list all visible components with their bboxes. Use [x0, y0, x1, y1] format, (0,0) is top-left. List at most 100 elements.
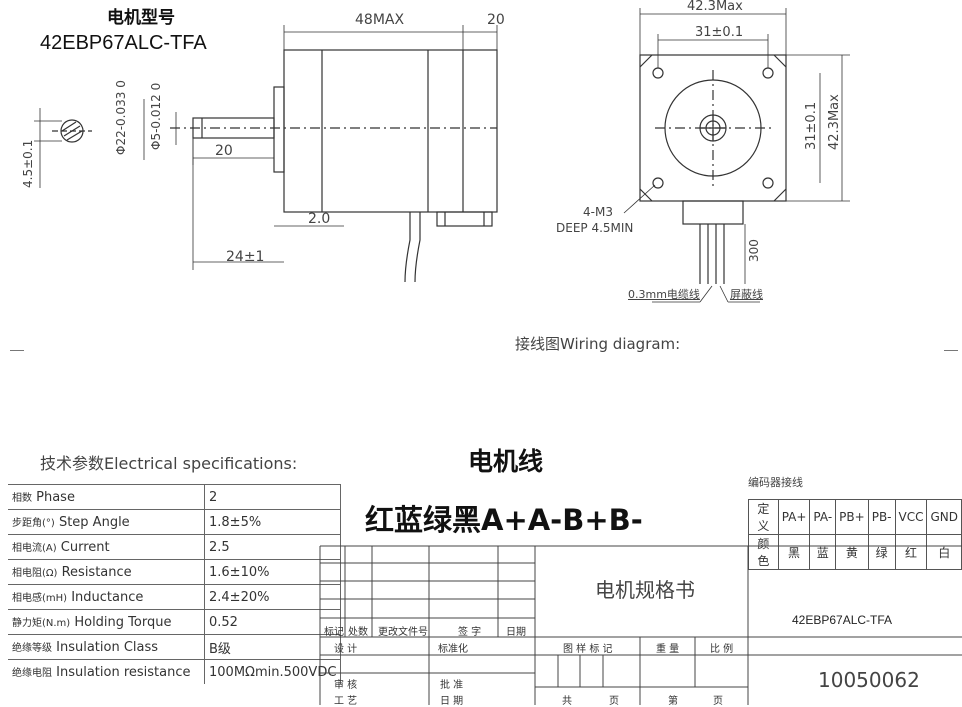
- dim-front-20: 20: [487, 12, 505, 28]
- tb-weight: 重 量: [656, 644, 680, 655]
- dim-flat-4-5: 4.5±0.1: [21, 139, 35, 188]
- spec-name-en: Phase: [36, 490, 75, 505]
- spec-value: B级: [203, 634, 341, 660]
- encoder-color-cell: 蓝: [809, 534, 837, 570]
- spec-name-zh: 相电感(mH): [12, 593, 68, 604]
- spec-name: 相电流(A) Current: [8, 534, 205, 560]
- spec-value: 1.6±10%: [203, 559, 341, 585]
- encoder-definition-cell: PA+: [777, 499, 811, 535]
- spec-name: 静力矩(N.m) Holding Torque: [8, 609, 205, 635]
- spec-spacer: [340, 484, 354, 510]
- spec-name-en: Step Angle: [58, 515, 130, 530]
- spec-name: 绝缘等级 Insulation Class: [8, 634, 205, 660]
- encoder-title: 编码器接线: [748, 476, 803, 489]
- spec-name: 绝缘电阻 Insulation resistance: [8, 659, 205, 684]
- tb-total: 共: [562, 696, 572, 707]
- specs-title: 技术参数Electrical specifications:: [40, 454, 298, 473]
- spec-name-en: Inductance: [71, 590, 144, 605]
- encoder-color-cell: 黑: [777, 534, 811, 570]
- tb-design: 设 计: [334, 644, 358, 655]
- dim-side-42-3: 42.3Max: [827, 94, 842, 150]
- tb-drawing-mark: 图 样 标 记: [563, 644, 613, 655]
- spec-spacer: [340, 534, 354, 560]
- tb-approve: 批 准: [440, 680, 464, 691]
- separator-right: [944, 350, 958, 351]
- tb-date: 日期: [506, 627, 526, 638]
- spec-name-en: Resistance: [61, 565, 132, 580]
- encoder-color-cell: 绿: [867, 534, 896, 570]
- tb-sign: 签 字: [458, 627, 482, 638]
- motor-body-side: [283, 49, 498, 213]
- dim-side-31: 31±0.1: [804, 101, 819, 150]
- tb-mark: 标记: [324, 627, 344, 638]
- spec-value: 2.5: [203, 534, 341, 560]
- motor-wire-colors: 红蓝绿黑A+A-B+B-: [365, 503, 643, 537]
- encoder-definition-cell: PB+: [835, 499, 869, 535]
- encoder-definition-cell: GND: [926, 499, 962, 535]
- tb-scale: 比 例: [710, 644, 734, 655]
- tb-count: 处数: [348, 627, 368, 638]
- separator-left: [10, 350, 24, 351]
- tb-nth: 第: [668, 696, 678, 707]
- spec-name-zh: 相数: [12, 493, 32, 504]
- spec-spacer: [340, 634, 354, 660]
- spec-spacer: [340, 584, 354, 610]
- spec-row: 相电阻(Ω) Resistance 1.6±10%: [8, 559, 354, 585]
- spec-value: 100MΩmin.500VDC: [203, 659, 341, 684]
- tb-change-doc: 更改文件号: [378, 627, 428, 638]
- encoder-definition-cell: PB-: [867, 499, 896, 535]
- encoder-definition-cell: 定 义: [748, 499, 779, 535]
- doc-model: 42EBP67ALC-TFA: [792, 613, 893, 627]
- spec-name-en: Insulation resistance: [56, 665, 191, 680]
- tb-review: 审 核: [334, 680, 358, 691]
- tb-date2: 日 期: [440, 696, 464, 707]
- encoder-color-cell: 颜 色: [748, 534, 779, 570]
- encoder-color-cell: 红: [894, 534, 928, 570]
- encoder-definition-cell: VCC: [894, 499, 928, 535]
- motor-wire-title: 电机线: [468, 447, 544, 476]
- spec-name: 相数 Phase: [8, 484, 205, 510]
- spec-spacer: [340, 659, 354, 684]
- dim-shaft-d5: Φ5-0.012 0: [149, 82, 163, 150]
- spec-spacer: [340, 609, 354, 635]
- motor-outline-drawing: [34, 8, 850, 303]
- dim-cable-length: 300: [747, 239, 761, 262]
- spec-value: 0.52: [203, 609, 341, 635]
- dim-shaft-diameter: Φ22-0.033 0: [114, 80, 128, 155]
- spec-name: 相电感(mH) Inductance: [8, 584, 205, 610]
- spec-name: 步距角(°) Step Angle: [8, 509, 205, 535]
- encoder-color-cell: 黄: [835, 534, 869, 570]
- spec-name-zh: 绝缘电阻: [12, 668, 52, 679]
- dim-front-42-3: 42.3Max: [687, 0, 743, 14]
- doc-title: 电机规格书: [595, 578, 695, 602]
- spec-value: 1.8±5%: [203, 509, 341, 535]
- spec-name-zh: 静力矩(N.m): [12, 618, 71, 629]
- spec-value: 2.4±20%: [203, 584, 341, 610]
- shield-note: 屏蔽线: [730, 288, 763, 301]
- spec-name-zh: 相电流(A): [12, 543, 57, 554]
- dim-hole-31: 31±0.1: [695, 25, 744, 40]
- spec-name-zh: 步距角(°): [12, 518, 55, 529]
- spec-name-zh: 绝缘等级: [12, 643, 52, 654]
- spec-name-en: Current: [60, 540, 110, 555]
- wiring-diagram-title: 接线图Wiring diagram:: [515, 335, 681, 353]
- spec-name-zh: 相电阻(Ω): [12, 568, 58, 579]
- dim-length-max: 48MAX: [355, 12, 405, 28]
- dim-shaft-length: 20: [215, 143, 233, 159]
- dim-body-24: 24±1: [226, 249, 265, 265]
- spec-value: 2: [203, 484, 341, 510]
- encoder-color-cell: 白: [926, 534, 962, 570]
- tb-page: 页: [609, 696, 619, 707]
- dim-boss-height: 2.0: [308, 211, 331, 227]
- spec-name-en: Insulation Class: [56, 640, 159, 655]
